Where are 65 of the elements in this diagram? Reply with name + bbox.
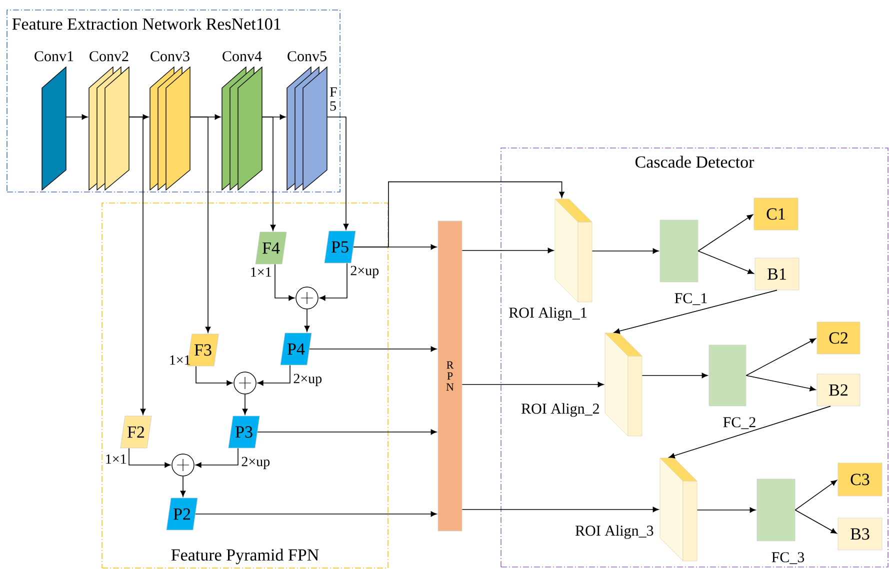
arrow [274, 264, 295, 301]
annotation-label: 1×1 [251, 267, 271, 277]
arrow [746, 338, 816, 376]
arrow [196, 366, 233, 386]
annotation-label: 2×up [294, 374, 322, 386]
output-box: B3 [838, 518, 882, 550]
arrow [696, 507, 756, 513]
arrow [668, 406, 831, 458]
annotation-label: 2×up [350, 266, 379, 278]
arrow [353, 181, 564, 248]
block-label: FC_2 [723, 417, 756, 430]
rpn-bar: R P N [438, 220, 462, 532]
node-label: Conv3 [150, 51, 190, 62]
arrow [309, 346, 437, 352]
arrow [195, 511, 437, 517]
node-label: Conv1 [34, 51, 74, 62]
arrow [746, 375, 816, 392]
arrow [462, 506, 659, 512]
arrow [326, 116, 349, 230]
node-label: Conv4 [222, 51, 262, 62]
block-label: FC_1 [674, 293, 707, 306]
arrow [794, 480, 838, 510]
arrow [614, 290, 778, 334]
arrow [462, 382, 604, 388]
arrow [128, 116, 146, 415]
annotation-label: 2×up [242, 456, 270, 470]
arrow [195, 448, 238, 468]
arrow [698, 250, 754, 274]
arrow [592, 248, 659, 254]
output-box: B1 [754, 258, 800, 290]
arrow [128, 448, 171, 468]
arrow [257, 429, 437, 435]
arrow [304, 308, 310, 332]
arrow [262, 116, 276, 231]
block-label: ROI Align_3 [576, 525, 654, 539]
output-box: C1 [754, 198, 798, 230]
block-label: FC_3 [772, 552, 804, 564]
sum-circle [172, 454, 194, 476]
block-label: ROI Align_2 [522, 403, 599, 417]
arrow [794, 510, 837, 534]
output-box: B2 [816, 374, 860, 406]
arrow [190, 116, 211, 333]
arrow [180, 476, 186, 497]
arrow [66, 114, 88, 120]
feature-map-box: P3 [228, 416, 260, 448]
node-label: Conv2 [90, 51, 128, 62]
output-box: C2 [816, 322, 860, 354]
arrow [698, 214, 753, 252]
feature-map-box: F2 [120, 416, 152, 448]
arrow [257, 364, 290, 386]
feature-map-box: P2 [166, 498, 198, 530]
arrow [319, 262, 348, 301]
output-box: C3 [838, 462, 882, 496]
node-label: Conv5 [288, 51, 326, 62]
annotation-label: F 5 [330, 87, 337, 111]
arrow [642, 372, 708, 378]
feature-map-box: F4 [255, 232, 287, 264]
sum-circle [234, 372, 256, 394]
arrow [462, 248, 554, 254]
feature-map-box: P4 [280, 332, 312, 366]
feature-map-box: P5 [324, 230, 356, 264]
sum-circle [296, 286, 318, 310]
block-label: ROI Align_1 [509, 307, 586, 321]
arrow [242, 394, 248, 415]
annotation-label: 1×1 [106, 454, 126, 464]
